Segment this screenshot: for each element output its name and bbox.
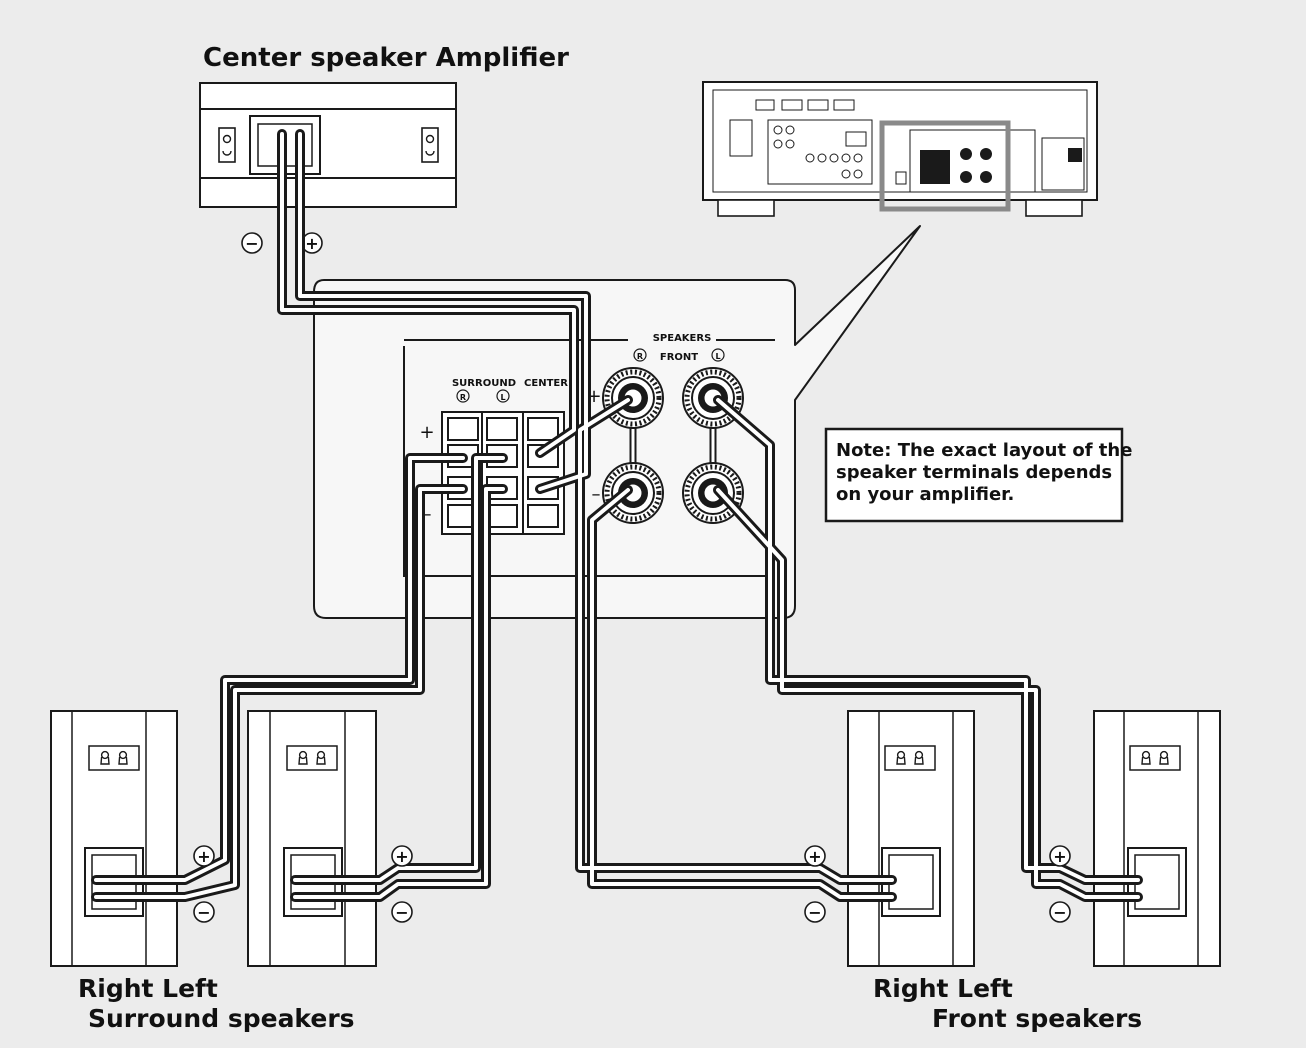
spring-plus-label: + [419, 422, 434, 443]
front-right-plus-symbol: + [808, 847, 821, 866]
surround-right-minus-symbol: − [197, 903, 210, 922]
front-label: FRONT [660, 352, 698, 363]
panel-inner-frame [403, 346, 775, 577]
surround-left-minus-symbol: − [395, 903, 408, 922]
speaker-cables [91, 129, 1143, 902]
note-box: Note: The exact layout of the speaker te… [824, 427, 1132, 523]
surround-right-speaker [50, 710, 178, 967]
screw-plate-icon [218, 127, 236, 163]
speaker-polarity-symbols: + − + − + − + − [193, 845, 1071, 923]
amp-plus-symbol: + [305, 234, 318, 253]
surround-speakers-label: Surround speakers [88, 1004, 355, 1033]
spring-minus-label: – [423, 504, 432, 525]
amp-minus-symbol: − [245, 234, 258, 253]
note-line-1: Note: The exact layout of the [836, 440, 1132, 461]
center-label: CENTER [524, 378, 568, 389]
surround-right-mark: R [460, 393, 466, 402]
note-line-2: speaker terminals depends [836, 462, 1112, 483]
front-left-speaker [1093, 710, 1221, 967]
note-line-3: on your amplifier. [836, 484, 1014, 505]
front-left-plus-symbol: + [1053, 847, 1066, 866]
surround-left-mark: L [500, 393, 505, 402]
spring-terminal-block [441, 411, 565, 535]
front-right-plus-post-icon [603, 368, 663, 428]
front-right-speaker [847, 710, 975, 967]
speakers-label: SPEAKERS [653, 333, 712, 344]
surround-right-plus-symbol: + [197, 847, 210, 866]
front-right-minus-post-icon [603, 463, 663, 523]
center-amp-title: Center speaker Amplifier [203, 43, 569, 73]
screw-plate-icon [421, 127, 439, 163]
front-right-mark: R [637, 352, 643, 361]
front-right-minus-symbol: − [808, 903, 821, 922]
panel-labels: SPEAKERS FRONT R L SURROUND CENTER R L +… [419, 333, 725, 525]
receiver-thumbnail [702, 81, 1098, 217]
front-left-minus-symbol: − [1053, 903, 1066, 922]
surround-left-speaker [247, 710, 377, 967]
center-speaker-amplifier [199, 82, 457, 208]
front-speakers-label: Front speakers [932, 1004, 1142, 1033]
front-left-mark: L [715, 352, 720, 361]
front-binding-posts [603, 368, 743, 523]
surround-right-left-label: Right Left [78, 974, 218, 1003]
amp-polarity-symbols: − + [241, 232, 323, 254]
post-minus-label: – [592, 484, 601, 505]
surround-left-plus-symbol: + [395, 847, 408, 866]
surround-label: SURROUND [452, 378, 516, 389]
highlight-box [879, 120, 1011, 212]
front-right-left-label: Right Left [873, 974, 1013, 1003]
